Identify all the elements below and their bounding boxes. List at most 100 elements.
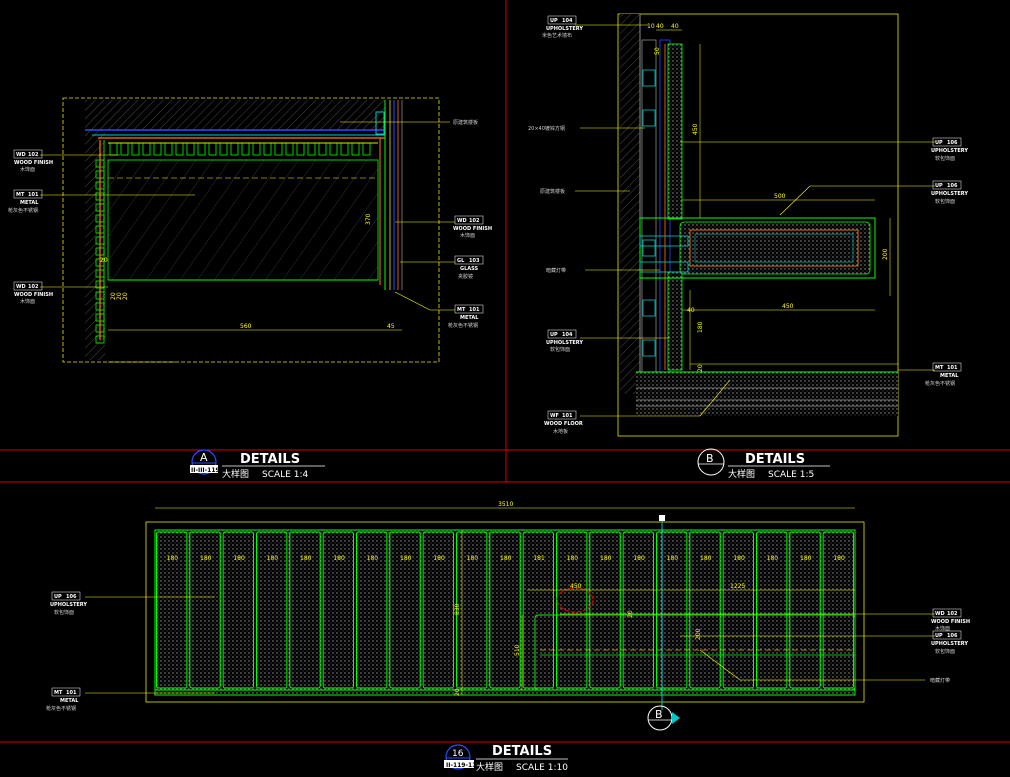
- vertical-steel-blocks: [642, 69, 786, 357]
- tag-c-mt-left: MT 101 METAL 枪灰色不锈钢: [46, 687, 81, 712]
- floor-section: [636, 372, 898, 416]
- label-floor-slab-b: 原建筑楼板: [540, 188, 565, 195]
- cell-width-label: 180: [400, 555, 412, 562]
- svg-text:UPHOLSTERY: UPHOLSTERY: [931, 641, 968, 647]
- dim-c-20a: 20: [454, 688, 461, 696]
- svg-text:MT: MT: [54, 690, 63, 696]
- svg-text:106: 106: [66, 594, 77, 600]
- steel-block: [642, 109, 656, 127]
- svg-text:WF: WF: [550, 413, 559, 419]
- batten: [351, 142, 360, 156]
- cell-width-label: 180: [667, 555, 679, 562]
- batten: [362, 142, 371, 156]
- dim-c-510: 510: [514, 644, 521, 656]
- svg-text:木饰面: 木饰面: [20, 298, 35, 305]
- svg-text:UPHOLSTERY: UPHOLSTERY: [546, 26, 583, 32]
- tag-c-up-left: UP 106 UPHOLSTERY 软包饰面: [50, 591, 87, 616]
- upholstery-cell: [489, 531, 521, 689]
- dim-b-450h: 450: [782, 303, 794, 310]
- cell-width-label: 180: [567, 555, 579, 562]
- detail-title-a: A II-III-119-IV DETAILS 大样图 SCALE 1:4: [190, 449, 325, 480]
- svg-text:WOOD FINISH: WOOD FINISH: [931, 619, 970, 625]
- upholstery-cell: [689, 531, 721, 689]
- dim-c-200: 200: [695, 628, 702, 640]
- tag-c-up-right: UP 106 UPHOLSTERY 软包饰面: [931, 630, 968, 655]
- cell-width-label: 180: [733, 555, 745, 562]
- cell-width-label: 180: [600, 555, 612, 562]
- svg-text:UP: UP: [550, 332, 558, 338]
- dim-b-40a: 40: [656, 23, 664, 30]
- batten: [274, 142, 283, 156]
- tag-wd-left: WD 102 WOOD FINISH 木饰面: [13, 149, 53, 173]
- cell-width-label: 180: [633, 555, 645, 562]
- upholstery-cell: [589, 531, 621, 689]
- svg-text:102: 102: [28, 152, 39, 158]
- batten: [230, 142, 239, 156]
- upholstery-cell: [356, 531, 388, 689]
- steel-block: [642, 299, 656, 317]
- svg-text:103: 103: [469, 258, 480, 264]
- svg-text:102: 102: [469, 218, 480, 224]
- batten: [164, 142, 173, 156]
- batten: [318, 142, 327, 156]
- svg-text:101: 101: [28, 192, 39, 198]
- steel-block: [642, 69, 656, 87]
- top-wood-battens: [108, 142, 378, 156]
- svg-text:枪灰色不锈钢: 枪灰色不锈钢: [925, 380, 955, 387]
- dim-b-50: 50: [654, 47, 661, 55]
- svg-text:WOOD FINISH: WOOD FINISH: [14, 160, 53, 166]
- batten: [120, 142, 129, 156]
- svg-text:SCALE 1:4: SCALE 1:4: [262, 470, 308, 480]
- svg-text:METAL: METAL: [20, 200, 39, 206]
- svg-text:UP: UP: [935, 140, 943, 146]
- dim-20c: 20: [116, 292, 123, 300]
- dim-c-830: 830: [454, 603, 461, 615]
- dim-b-200: 200: [882, 248, 889, 260]
- batten: [175, 142, 184, 156]
- title-a: DETAILS: [240, 452, 300, 467]
- label-hidden-light-c: 暗藏灯带: [930, 677, 950, 684]
- svg-text:104: 104: [562, 332, 573, 338]
- marker-letter-b: B: [706, 452, 714, 465]
- dim-c-450: 450: [570, 583, 582, 590]
- cell-width-label: 180: [367, 555, 379, 562]
- svg-text:WD: WD: [935, 611, 945, 617]
- svg-text:枪灰色不锈钢: 枪灰色不锈钢: [46, 705, 76, 712]
- svg-text:102: 102: [28, 284, 39, 290]
- upholstery-cell: [622, 531, 655, 689]
- svg-text:枪灰色不锈钢: 枪灰色不锈钢: [8, 207, 38, 214]
- cell-width-label: 180: [700, 555, 712, 562]
- detail-panel-b: 10 40 40 50 450 500 200 450 40 180 20 UP…: [528, 13, 968, 480]
- svg-text:METAL: METAL: [460, 315, 479, 321]
- dim-b-180: 180: [697, 321, 704, 333]
- dim-c-1225: 1225: [730, 583, 745, 590]
- batten: [131, 142, 140, 156]
- section-marker-b: B: [647, 705, 680, 731]
- marker-letter-a: A: [200, 451, 208, 464]
- svg-text:104: 104: [562, 18, 573, 24]
- svg-text:夹胶镜: 夹胶镜: [458, 273, 473, 280]
- svg-text:软包饰面: 软包饰面: [935, 648, 955, 655]
- svg-text:WOOD FLOOR: WOOD FLOOR: [544, 421, 583, 427]
- dim-370: 370: [365, 213, 372, 225]
- revision-cloud: [556, 587, 594, 613]
- upholstery-wall: [154, 529, 856, 696]
- svg-text:木饰面: 木饰面: [460, 232, 475, 239]
- svg-text:B: B: [655, 708, 663, 721]
- upholstery-cell: [156, 531, 188, 689]
- svg-text:木饰面: 木饰面: [20, 166, 35, 173]
- svg-text:大样图: 大样图: [476, 761, 503, 773]
- title-b: DETAILS: [745, 452, 805, 467]
- label-floor-slab: 原建筑楼板: [453, 119, 478, 126]
- bench-outline: [534, 614, 856, 691]
- upholstery-cell: [456, 531, 488, 689]
- tag-b-up-top: UP 104 UPHOLSTERY 米色艺术墙布: [542, 15, 583, 39]
- svg-text:MT: MT: [935, 365, 944, 371]
- svg-text:软包饰面: 软包饰面: [54, 609, 74, 616]
- dim-b-10: 10: [647, 23, 655, 30]
- svg-text:软包饰面: 软包饰面: [935, 155, 955, 162]
- svg-text:UP: UP: [550, 18, 558, 24]
- svg-text:102: 102: [947, 611, 958, 617]
- dim-b-40b: 40: [671, 23, 679, 30]
